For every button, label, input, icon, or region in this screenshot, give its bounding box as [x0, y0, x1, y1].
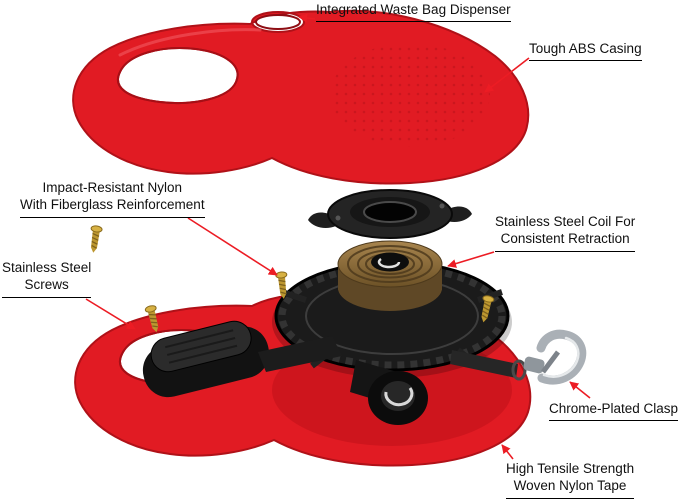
arrow-dispenser	[298, 13, 316, 23]
screw-head	[144, 305, 157, 313]
brake-button	[142, 320, 270, 398]
casing-highlight	[118, 28, 262, 57]
callout-text-line: Stainless Steel Coil For	[495, 214, 636, 229]
tape-strap	[450, 350, 518, 378]
callout-chrome-clasp: Chrome-Plated Clasp	[549, 400, 679, 422]
nylon-tape	[450, 350, 527, 381]
screw	[90, 225, 103, 253]
tape-loop	[511, 359, 527, 381]
callout-text-line: Impact-Resistant Nylon	[42, 180, 183, 195]
screw-head	[482, 295, 495, 303]
coil-ridge	[347, 245, 433, 283]
callout-text-line: Consistent Retraction	[500, 231, 630, 247]
clasp-swivel	[523, 356, 545, 374]
clasp-hook	[536, 329, 587, 385]
lock-dial	[350, 360, 428, 425]
coil-ridge	[357, 249, 423, 279]
plate-screw-hole	[335, 215, 341, 221]
screw-threads	[91, 232, 100, 249]
callout-text-line: Woven Nylon Tape	[513, 478, 627, 494]
screw	[275, 271, 288, 299]
callout-text: Integrated Waste Bag Dispenser	[316, 2, 511, 17]
coil-center-cap	[371, 252, 409, 272]
arrow-coil	[447, 251, 495, 268]
screw-head	[90, 225, 103, 233]
brake-arm	[258, 336, 342, 372]
brake-button-grip	[164, 329, 238, 364]
arrow-screws	[85, 298, 136, 330]
casing-texture-dots	[330, 43, 490, 147]
cover-plate-hole	[363, 201, 417, 223]
top-casing	[72, 9, 530, 185]
callout-text: Tough ABS Casing	[529, 41, 642, 56]
arrow-clasp	[569, 381, 591, 399]
arrow-nylon	[187, 217, 278, 276]
callout-text-line: Stainless Steel	[2, 260, 92, 275]
screw	[481, 295, 495, 323]
retraction-coil	[337, 240, 443, 311]
coil-center-slot	[377, 257, 401, 269]
clasp-hook-highlight	[542, 336, 580, 378]
waste-bag-opening	[255, 14, 301, 30]
callout-text-line: With Fiberglass Reinforcement	[20, 197, 205, 213]
gear-teeth	[278, 263, 506, 369]
callout-text-line: Screws	[24, 277, 69, 293]
clasp	[523, 329, 587, 385]
callout-steel-coil: Stainless Steel Coil For Consistent Retr…	[495, 213, 636, 252]
arrow-casing	[484, 57, 530, 93]
callout-arrows	[85, 13, 591, 460]
callout-text-line: High Tensile Strength	[506, 461, 635, 476]
callout-waste-bag-dispenser: Integrated Waste Bag Dispenser	[316, 1, 511, 23]
screw-threads	[148, 313, 158, 328]
lock-dial-slot	[384, 387, 414, 407]
screw-shaft	[90, 229, 100, 253]
callout-nylon-fiberglass: Impact-Resistant Nylon With Fiberglass R…	[20, 179, 205, 218]
callout-nylon-tape: High Tensile Strength Woven Nylon Tape	[506, 460, 635, 499]
screw	[144, 305, 159, 333]
callout-abs-casing: Tough ABS Casing	[529, 40, 642, 62]
callout-text: Chrome-Plated Clasp	[549, 401, 679, 416]
screw-head	[275, 271, 288, 279]
plate-screw-hole	[439, 203, 445, 209]
clasp-gate	[541, 350, 560, 374]
arrow-tape	[501, 444, 514, 460]
screw-threads	[278, 279, 287, 295]
top-handle-rim	[117, 47, 239, 104]
callout-steel-screws: Stainless Steel Screws	[2, 259, 92, 298]
cover-plate	[308, 189, 472, 239]
screw-threads	[481, 302, 491, 319]
